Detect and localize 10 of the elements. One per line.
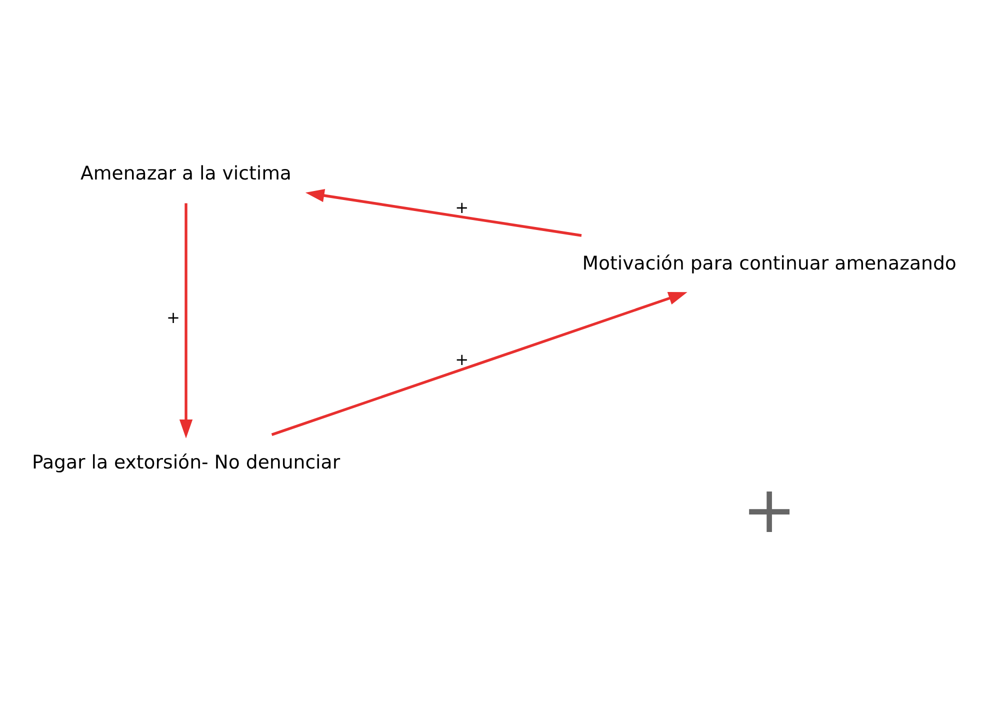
- label: +: [742, 472, 796, 548]
- edge-label: +: [455, 197, 469, 216]
- node-text: Amenazar a la victima: [80, 162, 292, 184]
- arrow: [305, 188, 582, 236]
- edge-label: +: [455, 349, 469, 368]
- arrow: [179, 202, 193, 438]
- node-text: Pagar la extorsión- No denunciar: [32, 452, 340, 474]
- node-text: Motivación para continuar amenazando: [582, 252, 956, 274]
- edge-label: +: [166, 308, 180, 327]
- arrow: [271, 292, 688, 436]
